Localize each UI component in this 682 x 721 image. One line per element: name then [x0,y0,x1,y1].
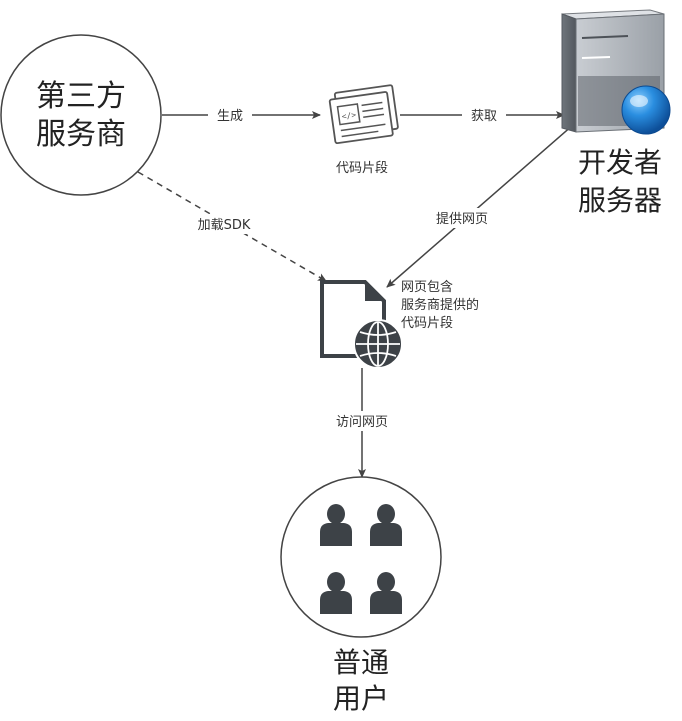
code-snippet-node: </> 代码片段 [328,84,399,176]
user-icon [320,504,352,546]
third-party-label-line2: 服务商 [36,117,126,152]
third-party-label-line1: 第三方 [36,79,126,114]
globe-icon [621,85,671,135]
webpage-node: 网页包含 服务商提供的 代码片段 [320,279,479,369]
user-icon [370,572,402,614]
edge-label-generate: 生成 [217,109,243,124]
code-document-icon: </> [328,84,399,145]
edge-label-visit-page: 访问网页 [336,415,388,430]
dev-server-node: 开发者 服务器 [561,9,671,217]
user-icon [370,504,402,546]
edge-load-sdk [137,171,327,282]
users-node: 普通 用户 [280,476,442,715]
dev-server-label-line1: 开发者 [578,146,662,179]
www-globe-icon [353,319,403,369]
edge-label-load-sdk: 加载SDK [198,218,251,233]
edge-label-provide-page: 提供网页 [436,211,488,227]
webpage-label-line2: 服务商提供的 [401,297,479,313]
edge-label-fetch: 获取 [471,109,497,124]
third-party-node: 第三方 服务商 [0,34,162,196]
svg-text:</>: </> [341,110,357,121]
users-label-line2: 用户 [333,682,389,715]
dev-server-label-line2: 服务器 [578,184,662,217]
code-snippet-label: 代码片段 [336,161,388,176]
webpage-label-line3: 代码片段 [401,316,453,331]
webpage-label-line1: 网页包含 [401,279,453,295]
user-icon [320,572,352,614]
users-label-line1: 普通 [333,646,389,679]
edge-provide-page [386,124,574,288]
